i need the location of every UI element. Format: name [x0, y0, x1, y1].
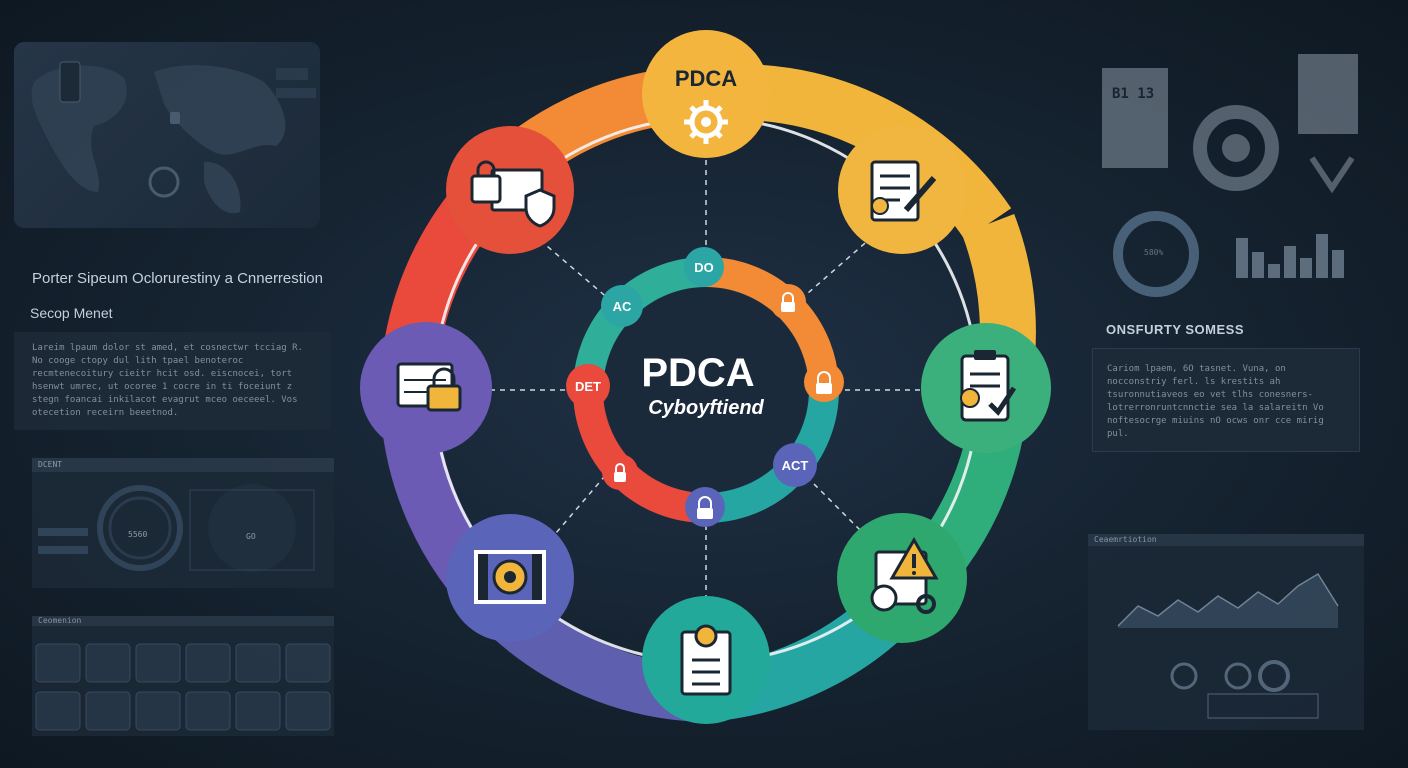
world-map-icon: [31, 61, 316, 214]
lock-shield-icon: [470, 160, 556, 228]
right-dashboard-title: Ceaemrtiotion: [1094, 535, 1157, 544]
left-dashboard-title: DCENT: [38, 460, 63, 469]
server-lock-icon: [396, 362, 462, 412]
gauge-icon: [38, 484, 315, 572]
pdca-gear-node[interactable]: PDCA: [642, 30, 770, 158]
lock-icon: [816, 383, 832, 394]
icon-grid: [35, 643, 331, 731]
gear-frame-icon: [474, 550, 546, 604]
right-document-panel: B1 13: [1098, 48, 1362, 198]
left-panel-subtitle: Secop Menet: [30, 305, 113, 321]
left-icon-grid-panel: Ceomenion: [32, 616, 334, 736]
inner-node-ac: AC: [601, 285, 643, 327]
right-panel-heading: ONSFURTY SOMESS: [1106, 322, 1245, 337]
lock-icon: [781, 302, 795, 312]
document-gear-icon: [1102, 54, 1358, 194]
secure-server-node[interactable]: [360, 322, 492, 454]
dashed-connectors: [490, 150, 920, 620]
inner-lock-purple: [685, 487, 725, 527]
inner-lock-orange-top: [770, 284, 806, 320]
warning-monitor-node[interactable]: [837, 513, 967, 643]
inner-label-act: ACT: [782, 458, 809, 473]
lock-icon: [614, 472, 626, 482]
gear-icon: [684, 100, 728, 144]
right-chart-gauge-value: 580%: [1144, 248, 1164, 257]
warning-icon: [870, 537, 939, 614]
left-panel-title: Porter Sipeum Oclorurestiny a Cnnerresti…: [32, 270, 323, 287]
area-chart-icon: [1117, 572, 1339, 719]
inner-node-act: ACT: [773, 443, 817, 487]
inner-node-do: DO: [684, 247, 724, 287]
inner-label-det: DET: [575, 379, 601, 394]
report-gear-icon: [680, 624, 732, 696]
center-title: PDCA: [641, 351, 754, 395]
left-gauge-value: 5560: [128, 530, 148, 539]
right-dashboard-panel: Ceaemrtiotion: [1088, 534, 1364, 730]
checklist-node[interactable]: [921, 323, 1051, 453]
lock-shield-node[interactable]: [446, 126, 574, 254]
document-edit-icon: [870, 160, 937, 222]
top-node-label: PDCA: [675, 66, 737, 91]
inner-lock-orange-right: [804, 362, 844, 402]
center-hub: [604, 288, 808, 492]
inner-lock-red: [602, 454, 638, 490]
right-document-label: B1 13: [1112, 86, 1155, 102]
right-panel-paragraph: Cariom lpaem, 6O tasnet. Vuna, on noccon…: [1092, 348, 1360, 452]
inner-label-ac: AC: [613, 299, 632, 314]
inner-node-det: DET: [566, 364, 610, 408]
report-node[interactable]: [642, 596, 770, 724]
policy-document-node[interactable]: [838, 126, 966, 254]
left-dashboard-panel: DCENT 5560 GO: [32, 458, 334, 588]
inner-label-do: DO: [694, 260, 714, 275]
world-map-panel: [14, 42, 320, 228]
right-chart-panel: 580%: [1100, 208, 1362, 300]
left-icon-grid-title: Ceomenion: [38, 616, 82, 625]
process-gear-node[interactable]: [446, 514, 574, 642]
center-subtitle: Cyboyftiend: [648, 397, 764, 419]
clipboard-check-icon: [960, 350, 1017, 422]
lock-icon: [697, 508, 713, 519]
right-gauge-value: GO: [246, 532, 256, 541]
left-panel-paragraph: Lareim lpaum dolor st amed, et cosnectwr…: [14, 332, 330, 430]
bar-chart-icon: [1113, 211, 1344, 297]
